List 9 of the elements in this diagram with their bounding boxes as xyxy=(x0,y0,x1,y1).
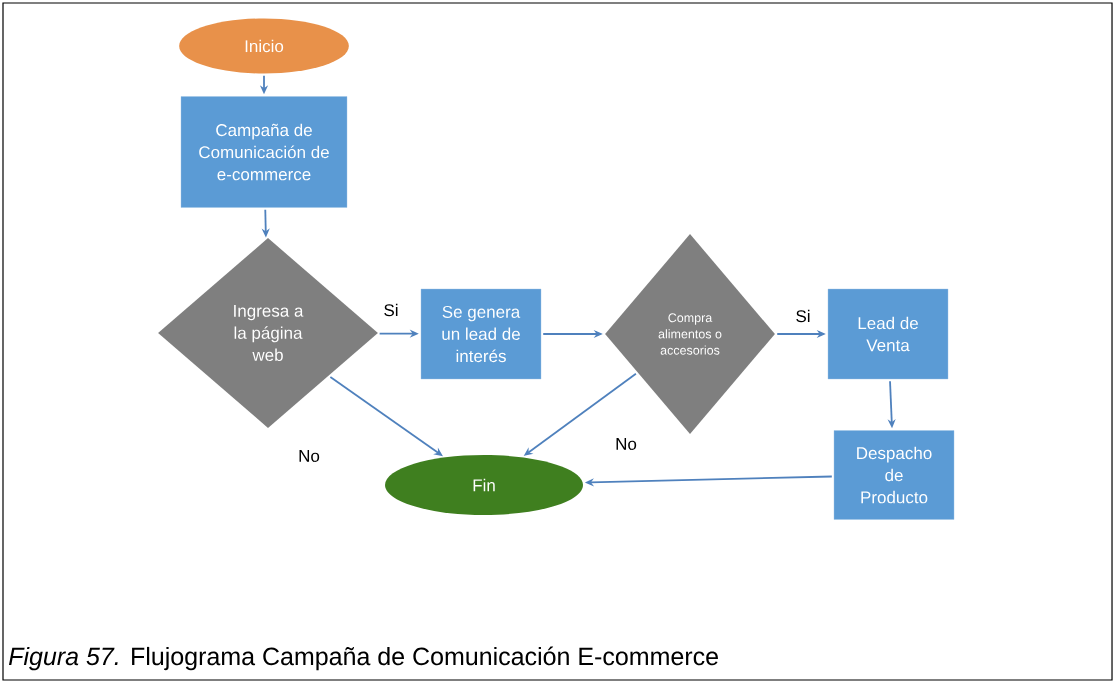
process-box: Lead de Venta xyxy=(827,288,949,380)
process-box: Se genera un lead de interés xyxy=(420,288,542,380)
caption: Figura 57. Flujograma Campaña de Comunicación E-commerce xyxy=(8,646,718,671)
edge-label: No xyxy=(297,449,321,463)
edge-label: Si xyxy=(382,302,400,318)
edge-label: No xyxy=(614,437,638,451)
process-box: Despacho de Producto xyxy=(833,430,955,520)
edge-label: Si xyxy=(794,308,812,324)
process-box: Campaña de Comunicación de e-commerce xyxy=(180,96,348,208)
